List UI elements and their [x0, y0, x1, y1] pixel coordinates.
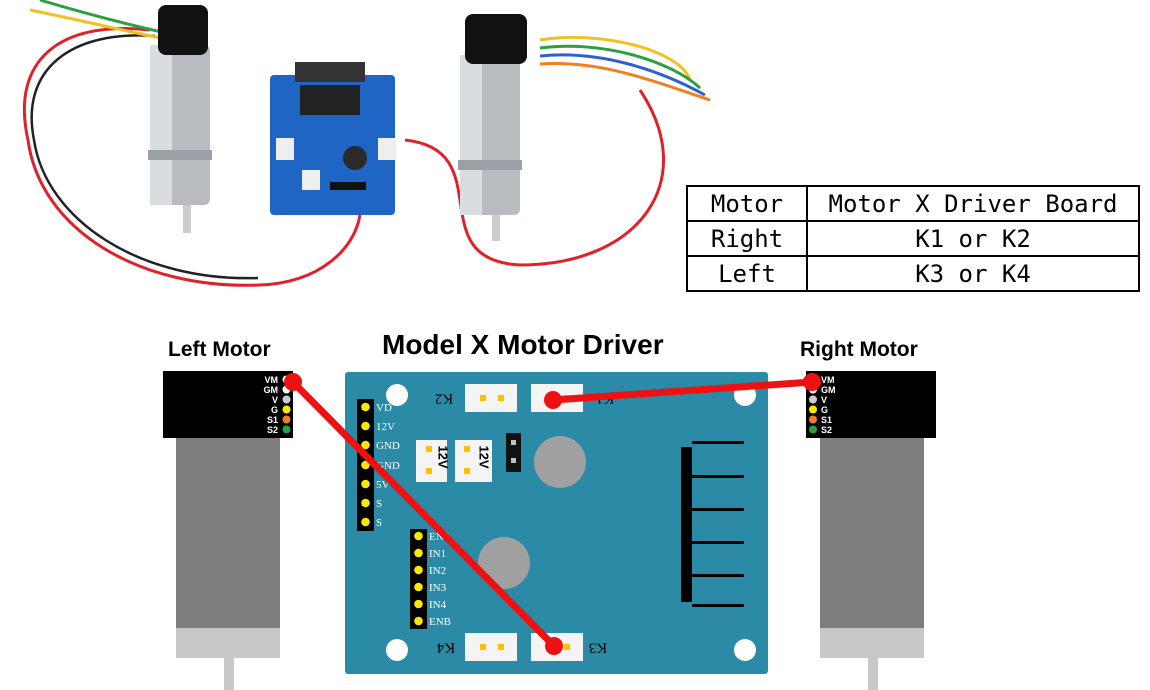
- right-pin-label: VM: [821, 375, 835, 385]
- wire-endpoint: [545, 637, 563, 655]
- jumper-label: 12V: [477, 445, 492, 468]
- connector-k2[interactable]: K2: [435, 384, 517, 412]
- photo-motor-left-cap: [158, 5, 208, 55]
- wire-right-motor-to-k1: [549, 378, 816, 404]
- connection-table: Motor Motor X Driver Board Right K1 or K…: [686, 185, 1140, 292]
- photo-wire-green: [539, 44, 702, 90]
- left-pin-label: G: [271, 405, 278, 415]
- table-header-cell: Motor: [686, 185, 808, 222]
- power-pin-label: VD: [376, 402, 392, 414]
- input-header: ENA IN1 IN2 IN3 IN4 ENB: [410, 529, 452, 629]
- jumper-label: 12V: [436, 445, 451, 468]
- jumper-block: [506, 433, 521, 472]
- mount-hole: [386, 639, 408, 661]
- connector-k4[interactable]: K4: [436, 633, 517, 661]
- input-pin-label: IN2: [429, 565, 446, 577]
- power-pin-label: 12V: [376, 421, 395, 433]
- right-pin-label: V: [821, 395, 827, 405]
- photo-wire-blue: [539, 53, 706, 97]
- left-motor: VM GM V G S1 S2: [163, 371, 293, 690]
- power-pin-label: S: [376, 498, 382, 510]
- product-photo: [22, 0, 711, 287]
- board-capacitor: [534, 436, 586, 488]
- right-motor-cap: [806, 371, 936, 438]
- right-pin-label: S2: [821, 425, 832, 435]
- connector-k3-label: K3: [589, 640, 607, 656]
- right-pin-label: GM: [821, 385, 836, 395]
- mount-hole: [386, 384, 408, 406]
- connector-k2-label: K2: [435, 391, 453, 407]
- input-pin-label: ENB: [429, 616, 451, 628]
- photo-wire-red-right: [404, 89, 666, 267]
- connector-k4-label: K4: [436, 640, 455, 656]
- left-pin-label: S1: [267, 415, 278, 425]
- input-pin-label: IN4: [429, 599, 447, 611]
- left-pin-label: GM: [264, 385, 279, 395]
- driver-board: K2 K1 K4 K3 12V: [345, 372, 768, 674]
- board-capacitor: [478, 537, 530, 589]
- right-pin-label: G: [821, 405, 828, 415]
- photo-wire-green-left: [39, 0, 171, 36]
- photo-motor-right-shaft: [492, 215, 500, 241]
- right-motor-body: [820, 438, 924, 628]
- photo-motor-left-shaft: [183, 205, 191, 233]
- table-header-row: Motor Motor X Driver Board: [686, 185, 1140, 222]
- wire-endpoint: [544, 391, 562, 409]
- board-pcb: [345, 372, 768, 674]
- left-pin-label: VM: [265, 375, 279, 385]
- table-header-cell: Motor X Driver Board: [806, 185, 1140, 222]
- photo-wire-orange: [539, 62, 711, 102]
- power-header: VD 12V GND GND 5V S S: [357, 399, 400, 531]
- left-motor-band: [176, 628, 280, 658]
- board-title: Model X Motor Driver: [382, 329, 664, 360]
- wire-left-motor-to-k3: [289, 378, 558, 650]
- photo-motor-right-cap: [465, 14, 527, 64]
- right-motor-title: Right Motor: [800, 338, 918, 361]
- photo-capacitor: [343, 146, 367, 170]
- jumper-12v-1[interactable]: 12V: [416, 440, 451, 482]
- power-pin-label: 5V: [376, 479, 390, 491]
- table-cell: Left: [686, 255, 808, 292]
- left-motor-title: Left Motor: [168, 338, 271, 361]
- power-pin-label: GND: [376, 440, 400, 452]
- input-pin-label: IN1: [429, 548, 446, 560]
- table-row: Left K3 or K4: [686, 255, 1140, 292]
- table-row: Right K1 or K2: [686, 220, 1140, 257]
- photo-wire-yellow: [539, 35, 692, 81]
- left-pin-label: S2: [267, 425, 278, 435]
- photo-chip: [300, 85, 360, 115]
- photo-wire-black-left: [30, 34, 259, 280]
- table-cell: Right: [686, 220, 808, 257]
- photo-wire-yellow-left: [29, 8, 171, 42]
- input-pin-label: IN3: [429, 582, 447, 594]
- jumper-12v-2[interactable]: 12V: [455, 440, 492, 482]
- table-cell: K1 or K2: [806, 220, 1140, 257]
- left-motor-body: [176, 438, 280, 628]
- wire-endpoint: [803, 373, 821, 391]
- left-pin-label: V: [272, 395, 278, 405]
- right-motor: VM GM V G S1 S2: [806, 371, 936, 690]
- right-motor-shaft: [868, 658, 878, 690]
- power-pin-label: S: [376, 517, 382, 529]
- right-motor-band: [820, 628, 924, 658]
- mount-hole: [734, 639, 756, 661]
- left-motor-shaft: [224, 658, 234, 690]
- heatsink: [681, 441, 744, 607]
- left-motor-cap: [163, 371, 293, 438]
- table-cell: K3 or K4: [806, 255, 1140, 292]
- connection-wires: [284, 373, 821, 655]
- wire-endpoint: [284, 373, 302, 391]
- right-pin-label: S1: [821, 415, 832, 425]
